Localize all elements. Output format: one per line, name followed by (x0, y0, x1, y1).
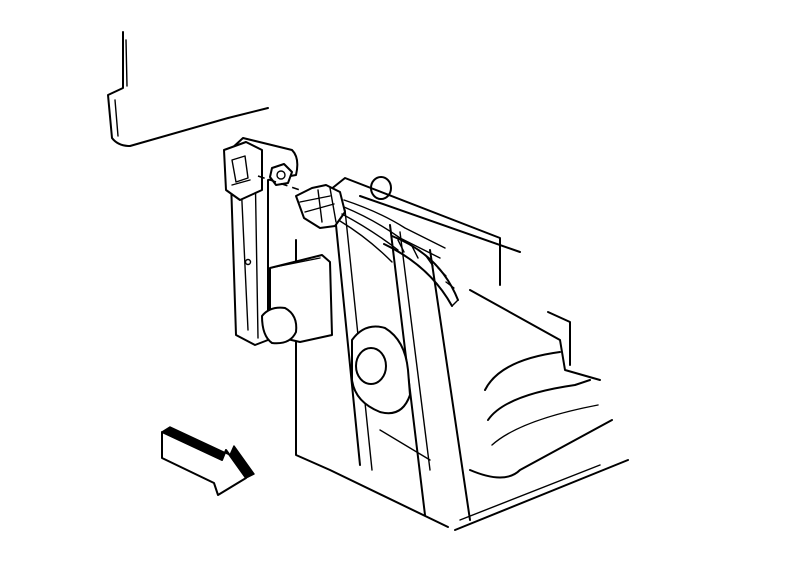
housing-panel (295, 176, 629, 531)
sensor-connector (223, 141, 263, 201)
alignment-line (257, 175, 301, 191)
direction-arrow (161, 426, 255, 496)
harness-connector (295, 184, 346, 229)
mounting-stud (269, 163, 293, 186)
wiring-harness (339, 199, 459, 307)
rubber-grommet (351, 325, 411, 415)
mounting-hole (370, 176, 392, 200)
upper-panel (107, 31, 269, 147)
